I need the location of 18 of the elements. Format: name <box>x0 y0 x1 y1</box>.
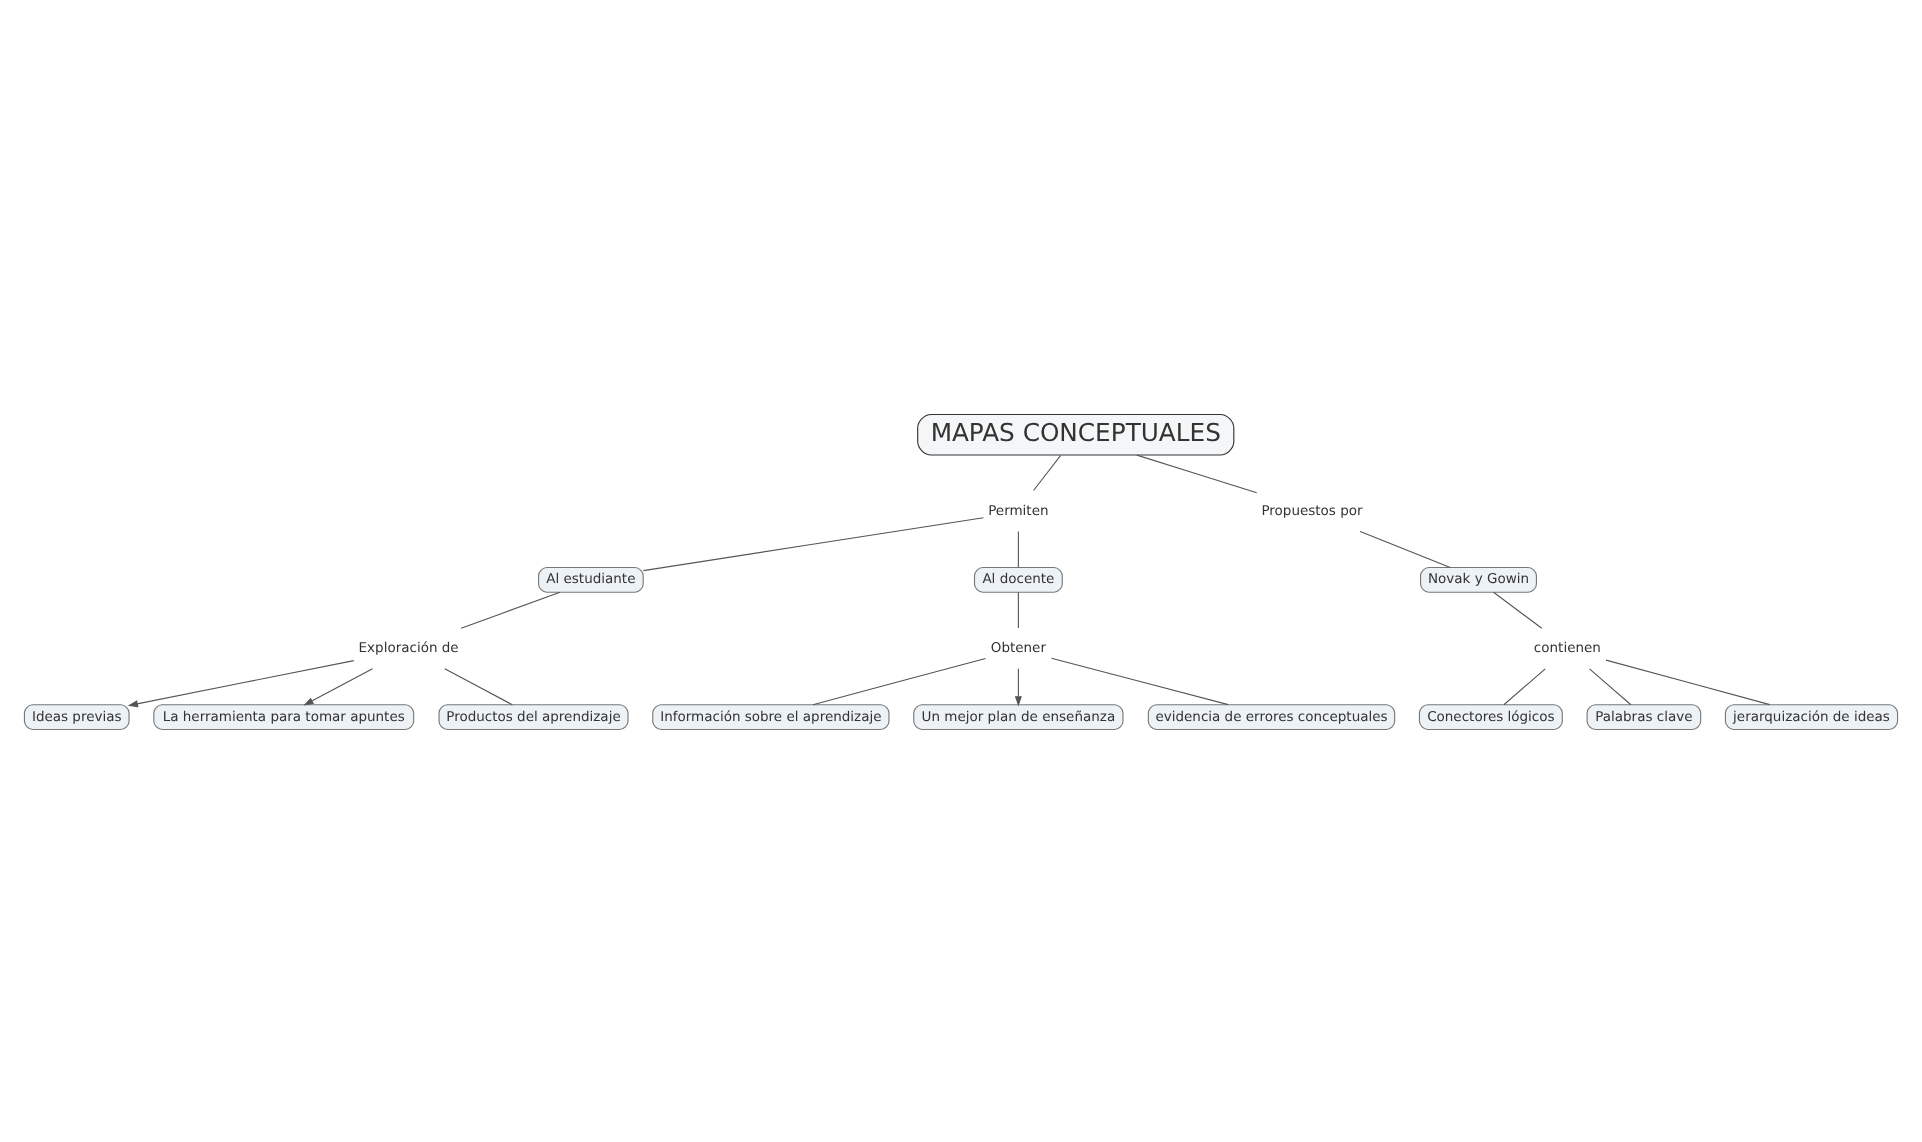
connector <box>1017 530 1019 568</box>
arrow <box>1014 667 1022 706</box>
connector <box>1588 667 1632 705</box>
connector <box>1503 667 1546 705</box>
connector <box>460 590 561 628</box>
connector <box>642 516 984 571</box>
arrow <box>303 667 374 705</box>
connector <box>1493 590 1543 628</box>
node-box: MAPAS CONCEPTUALES <box>917 412 1235 455</box>
connector <box>1050 656 1229 705</box>
connector <box>1017 590 1019 628</box>
connector <box>444 667 513 705</box>
connector <box>812 656 987 705</box>
connector <box>1136 453 1258 493</box>
connector <box>1605 658 1771 705</box>
connector <box>1359 530 1451 568</box>
arrow <box>127 659 355 707</box>
connector <box>1033 453 1062 491</box>
